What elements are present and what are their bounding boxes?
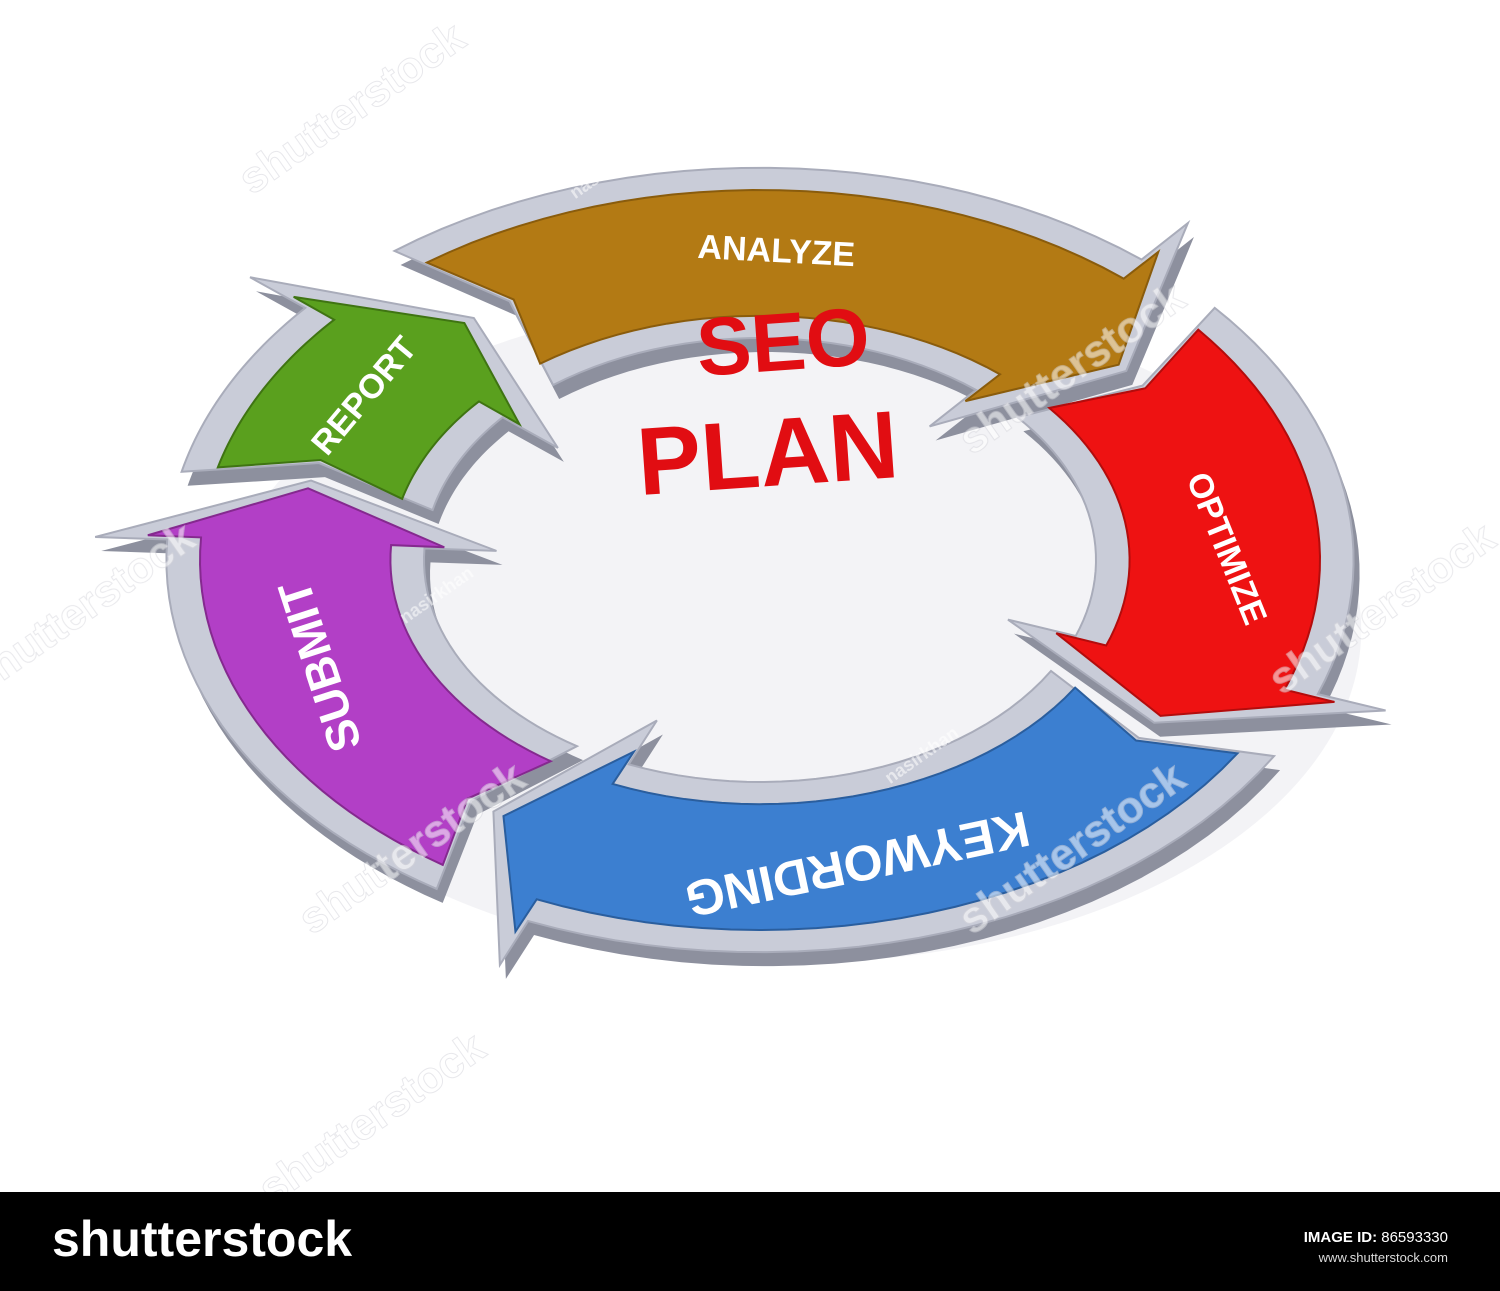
center-title: SEO PLAN <box>634 291 902 516</box>
step-face <box>147 487 554 867</box>
footer-site-url: www.shutterstock.com <box>1318 1250 1448 1265</box>
center-title-line2: PLAN <box>634 391 902 516</box>
image-id-block: IMAGE ID: 86593330 www.shutterstock.com <box>1304 1228 1448 1268</box>
step-label-analyze: ANALYZE <box>697 228 856 274</box>
stock-footer-bar: shutterstock IMAGE ID: 86593330 www.shut… <box>0 1192 1500 1291</box>
step-face <box>502 686 1240 935</box>
cycle-segments <box>94 166 1392 979</box>
step-face <box>1047 328 1335 717</box>
step-arrow-analyze <box>392 166 1194 441</box>
step-arrow-keywording <box>492 669 1281 979</box>
step-arrow-optimize <box>1007 306 1392 737</box>
image-id-value: 86593330 <box>1381 1229 1448 1246</box>
step-face <box>424 189 1161 403</box>
watermark-brand: shutterstock <box>229 12 474 204</box>
step-face <box>216 295 523 501</box>
image-id-label: IMAGE ID: <box>1303 1229 1378 1246</box>
watermark-brand: shutterstock <box>249 1022 494 1192</box>
step-arrow-report <box>180 276 564 525</box>
step-arrow-submit <box>94 479 584 903</box>
footer-logo: shutterstock <box>52 1211 353 1267</box>
center-title-line1: SEO <box>694 291 873 394</box>
